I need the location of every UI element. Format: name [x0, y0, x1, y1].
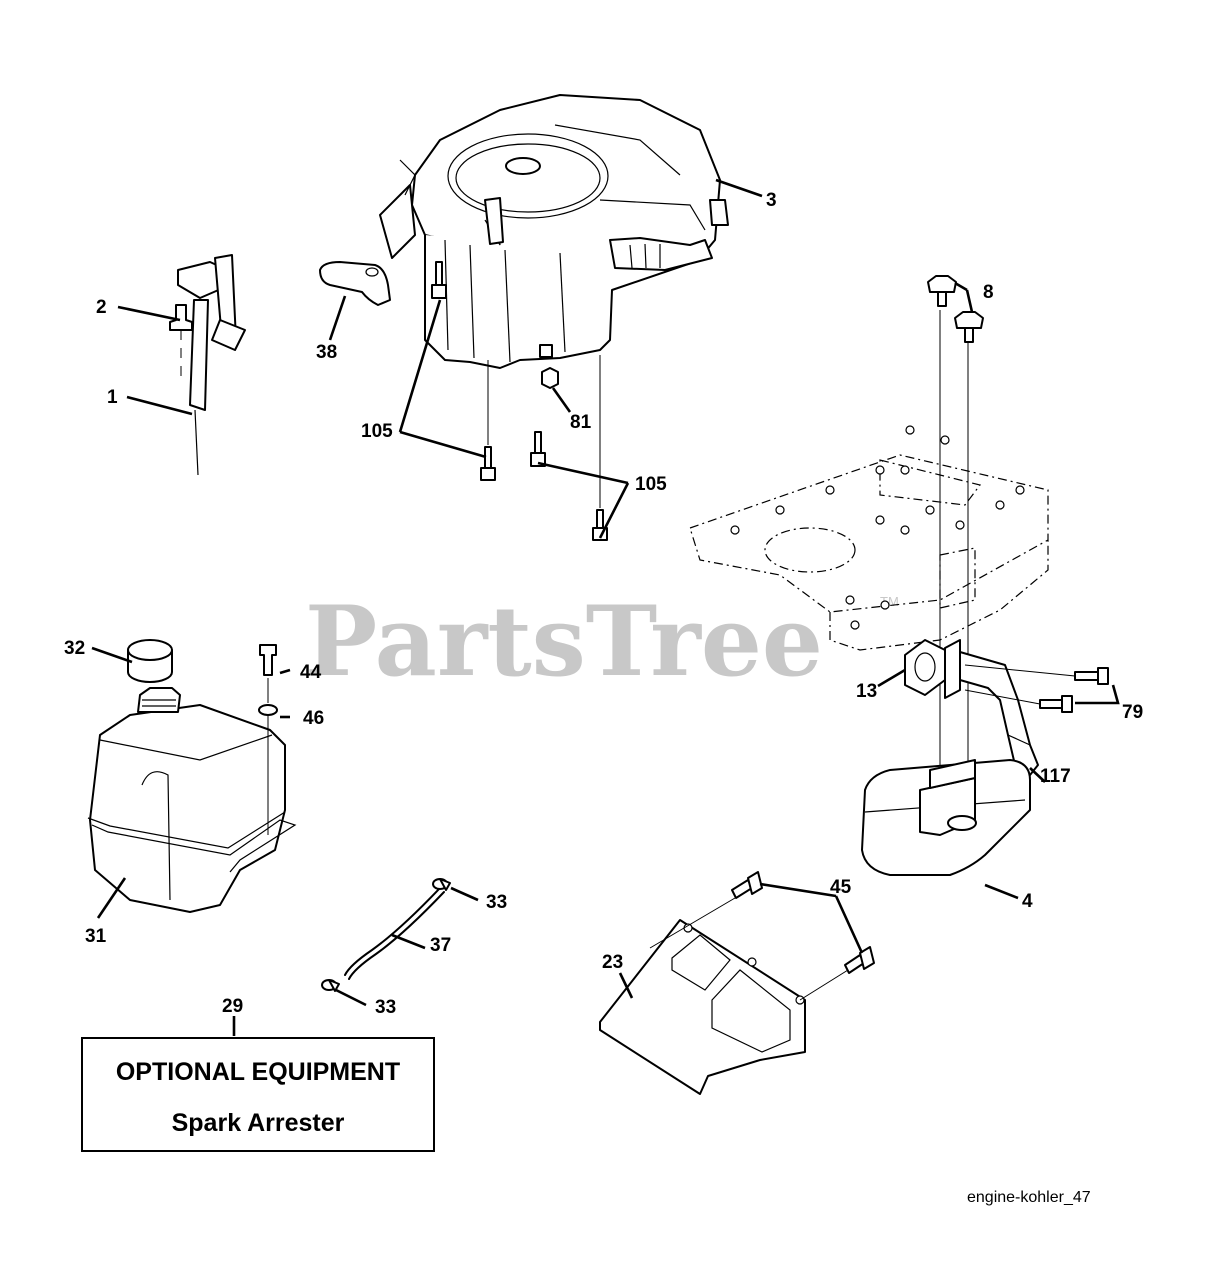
- callout-23: 23: [602, 952, 623, 973]
- callout-2: 2: [96, 297, 107, 318]
- callout-79: 79: [1122, 702, 1143, 723]
- clamp-33[interactable]: [321, 878, 451, 992]
- callout-29: 29: [222, 996, 243, 1017]
- exhaust-pipe-117[interactable]: [944, 639, 1039, 776]
- part-38[interactable]: [319, 261, 391, 306]
- callout-81: 81: [570, 412, 592, 433]
- callout-31: 31: [85, 926, 107, 947]
- fuel-tank-31[interactable]: [87, 687, 297, 913]
- callout-1: 1: [107, 387, 118, 408]
- callout-38: 38: [316, 342, 337, 363]
- callout-3: 3: [766, 190, 777, 211]
- diagram-reference: engine-kohler_47: [967, 1189, 1091, 1206]
- washer-46[interactable]: [258, 704, 278, 716]
- gasket-13[interactable]: [904, 639, 946, 696]
- callout-105-a: 105: [361, 421, 393, 442]
- callout-117: 117: [1040, 766, 1071, 787]
- fuel-line-37[interactable]: [344, 887, 441, 976]
- muffler-4[interactable]: [861, 759, 1031, 876]
- nut-81[interactable]: [541, 367, 559, 389]
- throttle-control[interactable]: [177, 254, 246, 476]
- callout-32: 32: [64, 638, 85, 659]
- callout-105-b: 105: [635, 474, 667, 495]
- optional-equipment-box: OPTIONAL EQUIPMENT Spark Arrester: [81, 1037, 435, 1152]
- screw-2[interactable]: [169, 304, 193, 331]
- screw-8[interactable]: [927, 275, 984, 343]
- bolt-79[interactable]: [1039, 667, 1109, 713]
- callout-33-a: 33: [486, 892, 507, 913]
- fuel-cap-32[interactable]: [127, 639, 173, 683]
- callout-4: 4: [1022, 891, 1033, 912]
- bolt-105[interactable]: [431, 261, 608, 541]
- watermark: PartsTree: [305, 585, 823, 698]
- optional-equipment-title: OPTIONAL EQUIPMENT: [116, 1058, 400, 1086]
- callout-46: 46: [303, 708, 324, 729]
- callout-44: 44: [300, 662, 322, 683]
- heat-shield-23[interactable]: [599, 919, 806, 1095]
- engine-part[interactable]: [379, 94, 729, 369]
- callout-13: 13: [856, 681, 877, 702]
- bolt-45[interactable]: [731, 871, 875, 974]
- callout-33-b: 33: [375, 997, 396, 1018]
- screw-44[interactable]: [259, 644, 277, 676]
- callout-37: 37: [430, 935, 451, 956]
- callout-8: 8: [983, 282, 994, 303]
- callout-45: 45: [830, 877, 852, 898]
- optional-equipment-subtitle: Spark Arrester: [172, 1109, 345, 1137]
